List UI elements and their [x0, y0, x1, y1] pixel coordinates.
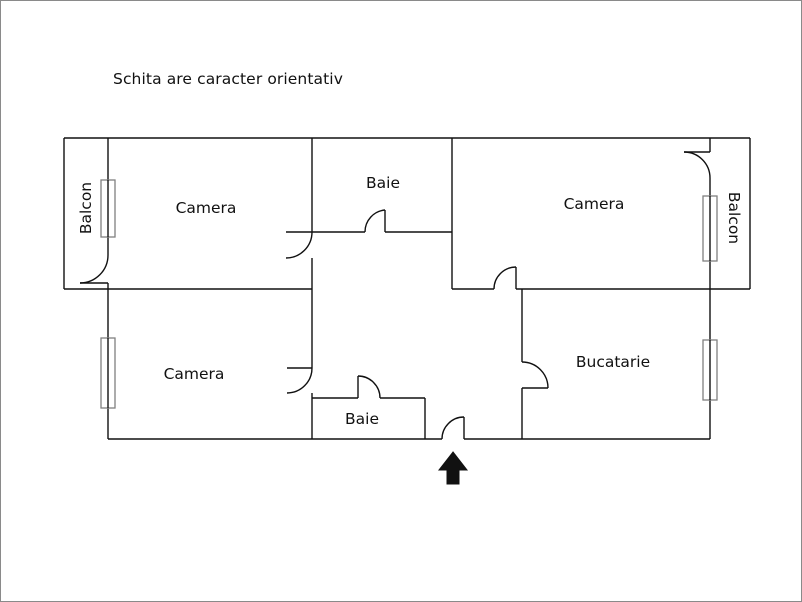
door-camera-top-left	[285, 231, 313, 259]
plan-title-note: Schita are caracter orientativ	[113, 70, 343, 88]
door-balcon-left-arc	[79, 254, 109, 284]
doors	[79, 151, 711, 440]
door-baie-bottom	[357, 375, 381, 399]
door-balcon-right	[683, 151, 711, 179]
room-label-camera-bottom-left: Camera	[163, 365, 225, 383]
entrance-arrow	[437, 451, 469, 485]
door-camera-top-right	[493, 266, 517, 290]
door-bucatarie-arc	[521, 361, 549, 389]
room-label-baie-top: Baie	[366, 174, 400, 192]
door-camera-top-left-arc	[285, 231, 313, 259]
window-wall-lines	[107, 180, 711, 408]
door-camera-bottom-left-arc	[286, 367, 313, 394]
door-baie-bottom-arc	[357, 375, 381, 399]
door-entrance	[441, 416, 465, 440]
door-balcon-left	[79, 254, 109, 284]
room-label-baie-bottom: Baie	[345, 410, 379, 428]
door-camera-bottom-left	[286, 367, 313, 394]
door-baie-top	[364, 209, 386, 233]
door-bucatarie	[521, 361, 549, 389]
door-baie-top-arc	[364, 209, 386, 233]
room-label-camera-top-left: Camera	[175, 199, 237, 217]
entrance-arrow-shape	[437, 451, 469, 485]
door-camera-top-right-arc	[493, 266, 517, 290]
room-label-balcon-left: Balcon	[77, 181, 95, 235]
door-entrance-arc	[441, 416, 465, 440]
room-label-balcon-right: Balcon	[725, 191, 743, 245]
room-label-camera-top-right: Camera	[563, 195, 625, 213]
interior-walls	[107, 138, 711, 439]
door-balcon-right-arc	[683, 151, 711, 179]
room-label-bucatarie: Bucatarie	[575, 353, 651, 371]
